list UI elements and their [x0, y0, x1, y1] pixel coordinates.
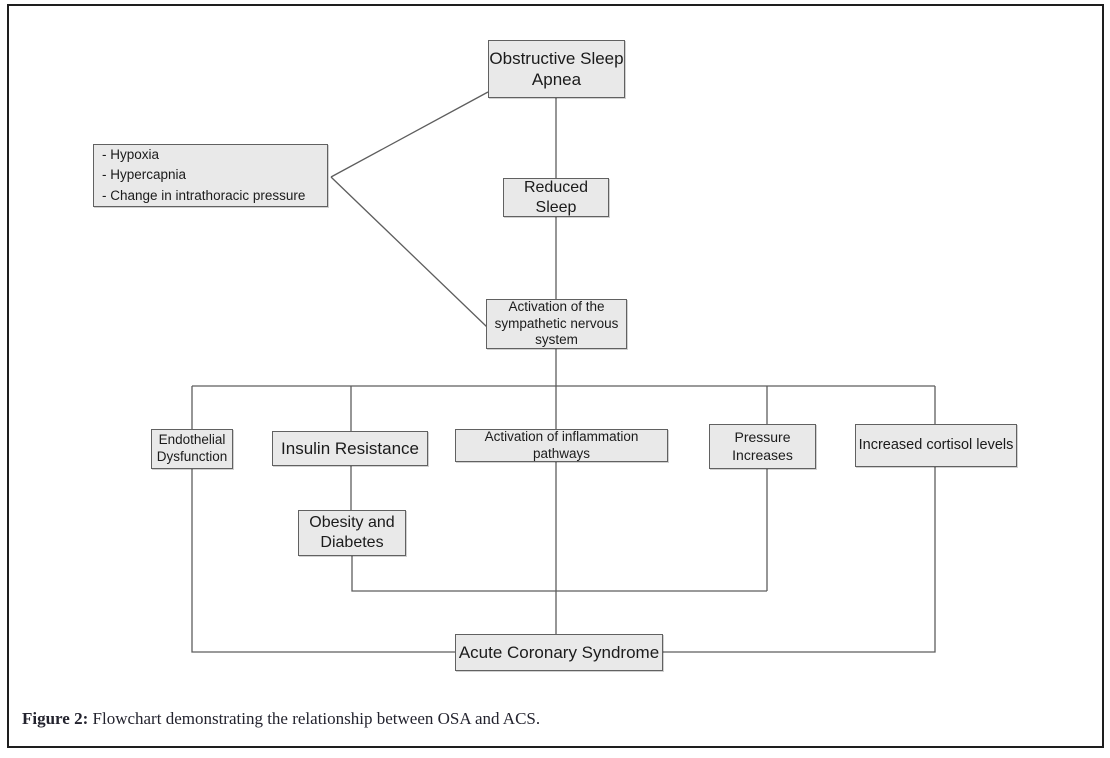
factor-item-intrathoracic-pressure: - Change in intrathoracic pressure [102, 187, 306, 203]
figure-border-frame [7, 4, 1104, 748]
node-label: Obstructive Sleep Apnea [489, 48, 624, 89]
node-obesity-and-diabetes: Obesity and Diabetes [298, 510, 406, 556]
node-reduced-sleep: Reduced Sleep [503, 178, 609, 217]
node-increased-cortisol-levels: Increased cortisol levels [855, 424, 1017, 467]
figure-caption: Figure 2: Flowchart demonstrating the re… [22, 709, 922, 729]
edge-obesity-join [351, 556, 767, 592]
node-label: Reduced Sleep [523, 178, 589, 216]
node-label: Pressure Increases [732, 429, 793, 463]
node-insulin-resistance: Insulin Resistance [272, 431, 428, 466]
figure-caption-label: Figure 2: [22, 709, 89, 728]
node-obstructive-sleep-apnea: Obstructive Sleep Apnea [488, 40, 625, 98]
node-endothelial-dysfunction: Endothelial Dysfunction [151, 429, 233, 469]
node-label: Activation of inflammation pathways [484, 428, 639, 461]
node-label: Obesity and Diabetes [309, 514, 395, 551]
node-label: Insulin Resistance [281, 438, 419, 458]
figure-caption-text: Flowchart demonstrating the relationship… [88, 709, 541, 728]
node-label: Endothelial Dysfunction [156, 432, 228, 464]
node-label: Increased cortisol levels [858, 437, 1014, 454]
factor-item-hypercapnia: - Hypercapnia [102, 167, 187, 183]
node-label: Acute Coronary Syndrome [458, 642, 660, 662]
node-acute-coronary-syndrome: Acute Coronary Syndrome [455, 634, 663, 671]
node-pressure-increases: Pressure Increases [709, 424, 816, 469]
edge-endothelial-acs [191, 469, 455, 653]
node-inflammation-pathways: Activation of inflammation pathways [455, 429, 668, 462]
node-label: Activation of the sympathetic nervous sy… [494, 298, 619, 348]
node-sympathetic-nervous-system: Activation of the sympathetic nervous sy… [486, 299, 627, 349]
node-factors-list: - Hypoxia - Hypercapnia - Change in intr… [93, 144, 328, 207]
edge-osa-factors [330, 91, 489, 178]
edge-factors-sympathetic [330, 176, 488, 328]
edge-cortisol-acs [663, 467, 936, 653]
factor-item-hypoxia: - Hypoxia [102, 147, 160, 163]
